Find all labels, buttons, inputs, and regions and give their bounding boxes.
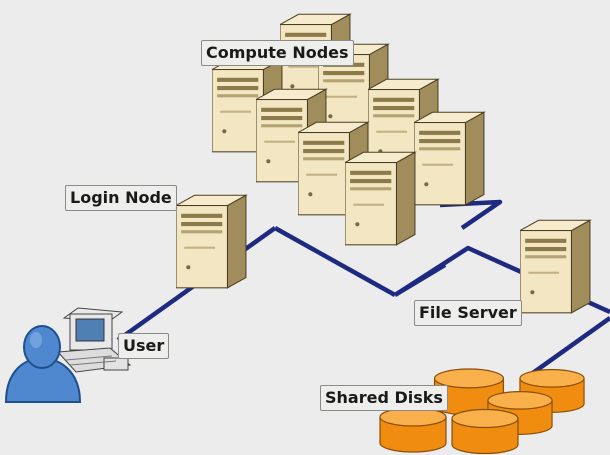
user-icon <box>4 325 82 403</box>
server-icon <box>345 151 416 246</box>
network-backbone-1 <box>273 226 397 297</box>
file-server-icon <box>520 219 591 314</box>
compute-nodes-label: Compute Nodes <box>201 40 354 66</box>
shared-disks <box>379 368 585 455</box>
login-node-server-icon <box>176 194 247 289</box>
user-label: User <box>118 333 170 359</box>
disk-icon <box>379 407 447 453</box>
server-icon <box>414 111 485 206</box>
network-disks <box>528 316 610 377</box>
disk-icon <box>451 408 519 455</box>
network-backbone-3 <box>393 263 447 297</box>
network-compute-link <box>439 199 503 230</box>
login-node-label: Login Node <box>65 185 177 211</box>
file-server-label: File Server <box>414 300 522 326</box>
shared-disks-label: Shared Disks <box>320 385 448 411</box>
workstation-icon <box>56 307 132 373</box>
